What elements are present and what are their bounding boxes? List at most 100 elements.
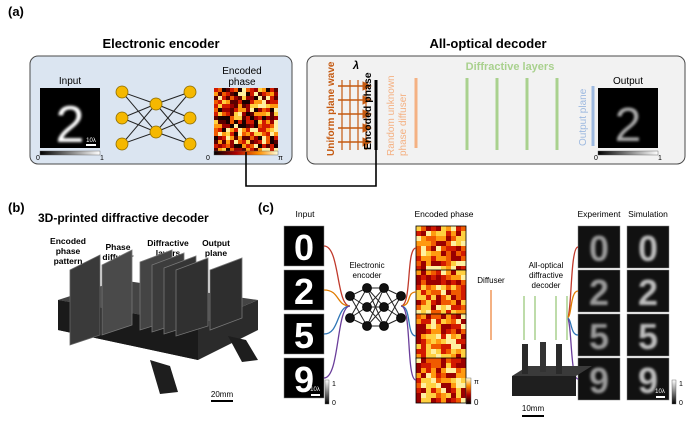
- phase-pixel: [234, 104, 238, 108]
- c-phase-pixel: [441, 226, 446, 231]
- c-phase-pixel: [461, 305, 466, 310]
- c-phase-pixel: [436, 393, 441, 398]
- phase-pixel: [270, 100, 274, 104]
- c-output-wire: [566, 290, 579, 319]
- c-phase-pixel: [456, 344, 461, 349]
- c-phase-pixel: [426, 393, 431, 398]
- panel-a-label: (a): [8, 4, 24, 19]
- c-experiment-image: [577, 357, 621, 401]
- c-phase-pixel: [446, 398, 451, 403]
- c-phase-pixel: [416, 261, 421, 266]
- c-simulation-header: Simulation: [628, 209, 668, 219]
- c-phase-pixel: [446, 319, 451, 324]
- c-phase-pixel: [451, 280, 456, 285]
- phase-pixel: [246, 136, 250, 140]
- c-phase-pixel: [416, 226, 421, 231]
- c-simulation-image: [626, 357, 670, 401]
- c-phase-pixel: [426, 251, 431, 256]
- c-phase-pixel: [441, 314, 446, 319]
- c-phase-pixel: [431, 344, 436, 349]
- c-encoder-network-diagram: [345, 283, 406, 331]
- photo-b-scalebar-label: 20mm: [211, 390, 234, 399]
- c-phase-pixel: [436, 398, 441, 403]
- encoder-input-digit: 2: [56, 96, 85, 154]
- c-input-header: Input: [296, 209, 316, 219]
- phase-pixel: [258, 124, 262, 128]
- c-phase-pixel: [421, 246, 426, 251]
- c-phase-pixel: [426, 270, 431, 275]
- c-phase-pixel: [446, 280, 451, 285]
- c-phase-pixel: [461, 246, 466, 251]
- c-phase-pixel: [426, 226, 431, 231]
- phase-pixel: [230, 124, 234, 128]
- phase-pixel: [238, 140, 242, 144]
- c-decoder-label-1: All-optical: [529, 261, 564, 270]
- c-phase-pixel: [416, 290, 421, 295]
- c-phase-pixel: [456, 393, 461, 398]
- phase-pixel: [266, 96, 270, 100]
- phase-pixel: [230, 128, 234, 132]
- c-phase-pixel: [456, 280, 461, 285]
- c-phase-pixel: [426, 344, 431, 349]
- c-phase-pixel: [451, 300, 456, 305]
- phase-pixel: [270, 96, 274, 100]
- decoder-title: All-optical decoder: [429, 36, 546, 51]
- c-phase-pixel: [456, 246, 461, 251]
- phase-pixel: [214, 104, 218, 108]
- phase-pixel: [266, 120, 270, 124]
- c-phase-pixel: [451, 246, 456, 251]
- c-phase-pixel: [461, 373, 466, 378]
- c-phase-pixel: [461, 354, 466, 359]
- c-phase-pixel: [461, 393, 466, 398]
- phase-pixel: [250, 92, 254, 96]
- c-phase-pixel: [436, 339, 441, 344]
- c-phase-cbar-max: π: [474, 379, 479, 386]
- phase-pixel: [270, 132, 274, 136]
- diffractive-layers-label: Diffractive layers: [466, 61, 555, 73]
- c-phase-pixel: [416, 256, 421, 261]
- c-phase-pixel: [451, 378, 456, 383]
- c-decoder-photo: [512, 342, 592, 396]
- c-phase-pixel: [421, 270, 426, 275]
- phase-pixel: [258, 96, 262, 100]
- c-phase-pixel: [461, 290, 466, 295]
- c-phase-pixel: [456, 226, 461, 231]
- c-phase-pixel: [456, 388, 461, 393]
- c-phase-pixel: [426, 290, 431, 295]
- c-phase-pixel: [441, 261, 446, 266]
- phase-pixel: [250, 108, 254, 112]
- c-simulation-image: [626, 225, 670, 269]
- phase-pixel: [254, 124, 258, 128]
- phase-pixel: [226, 140, 230, 144]
- phase-pixel: [238, 132, 242, 136]
- network-node: [183, 137, 197, 151]
- phase-pixel: [218, 108, 222, 112]
- phase-pixel: [222, 144, 226, 148]
- phase-pixel: [218, 148, 222, 152]
- phase-pixel: [274, 104, 278, 108]
- c-phase-pixel: [451, 368, 456, 373]
- c-phase-pixel: [431, 241, 436, 246]
- phase-pixel: [234, 148, 238, 152]
- phase-pixel: [238, 100, 242, 104]
- c-phase-pixel: [426, 354, 431, 359]
- c-phase-pixel: [451, 275, 456, 280]
- c-phase-pixel: [456, 251, 461, 256]
- phase-pixel: [226, 144, 230, 148]
- network-node: [379, 302, 389, 312]
- phase-pixel: [242, 104, 246, 108]
- c-input-wire: [323, 245, 351, 307]
- phase-pixel: [266, 116, 270, 120]
- phase-pixel: [242, 120, 246, 124]
- c-phase-pixel: [421, 290, 426, 295]
- c-phase-pixel: [461, 334, 466, 339]
- c-input-wire: [323, 289, 351, 307]
- phase-pixel: [266, 124, 270, 128]
- c-phase-pixel: [431, 354, 436, 359]
- c-phase-pixel: [421, 280, 426, 285]
- phase-pixel: [218, 136, 222, 140]
- c-phase-pixel: [456, 231, 461, 236]
- phase-pixel: [262, 128, 266, 132]
- c-phase-pixel: [416, 324, 421, 329]
- c-phase-pixel: [426, 305, 431, 310]
